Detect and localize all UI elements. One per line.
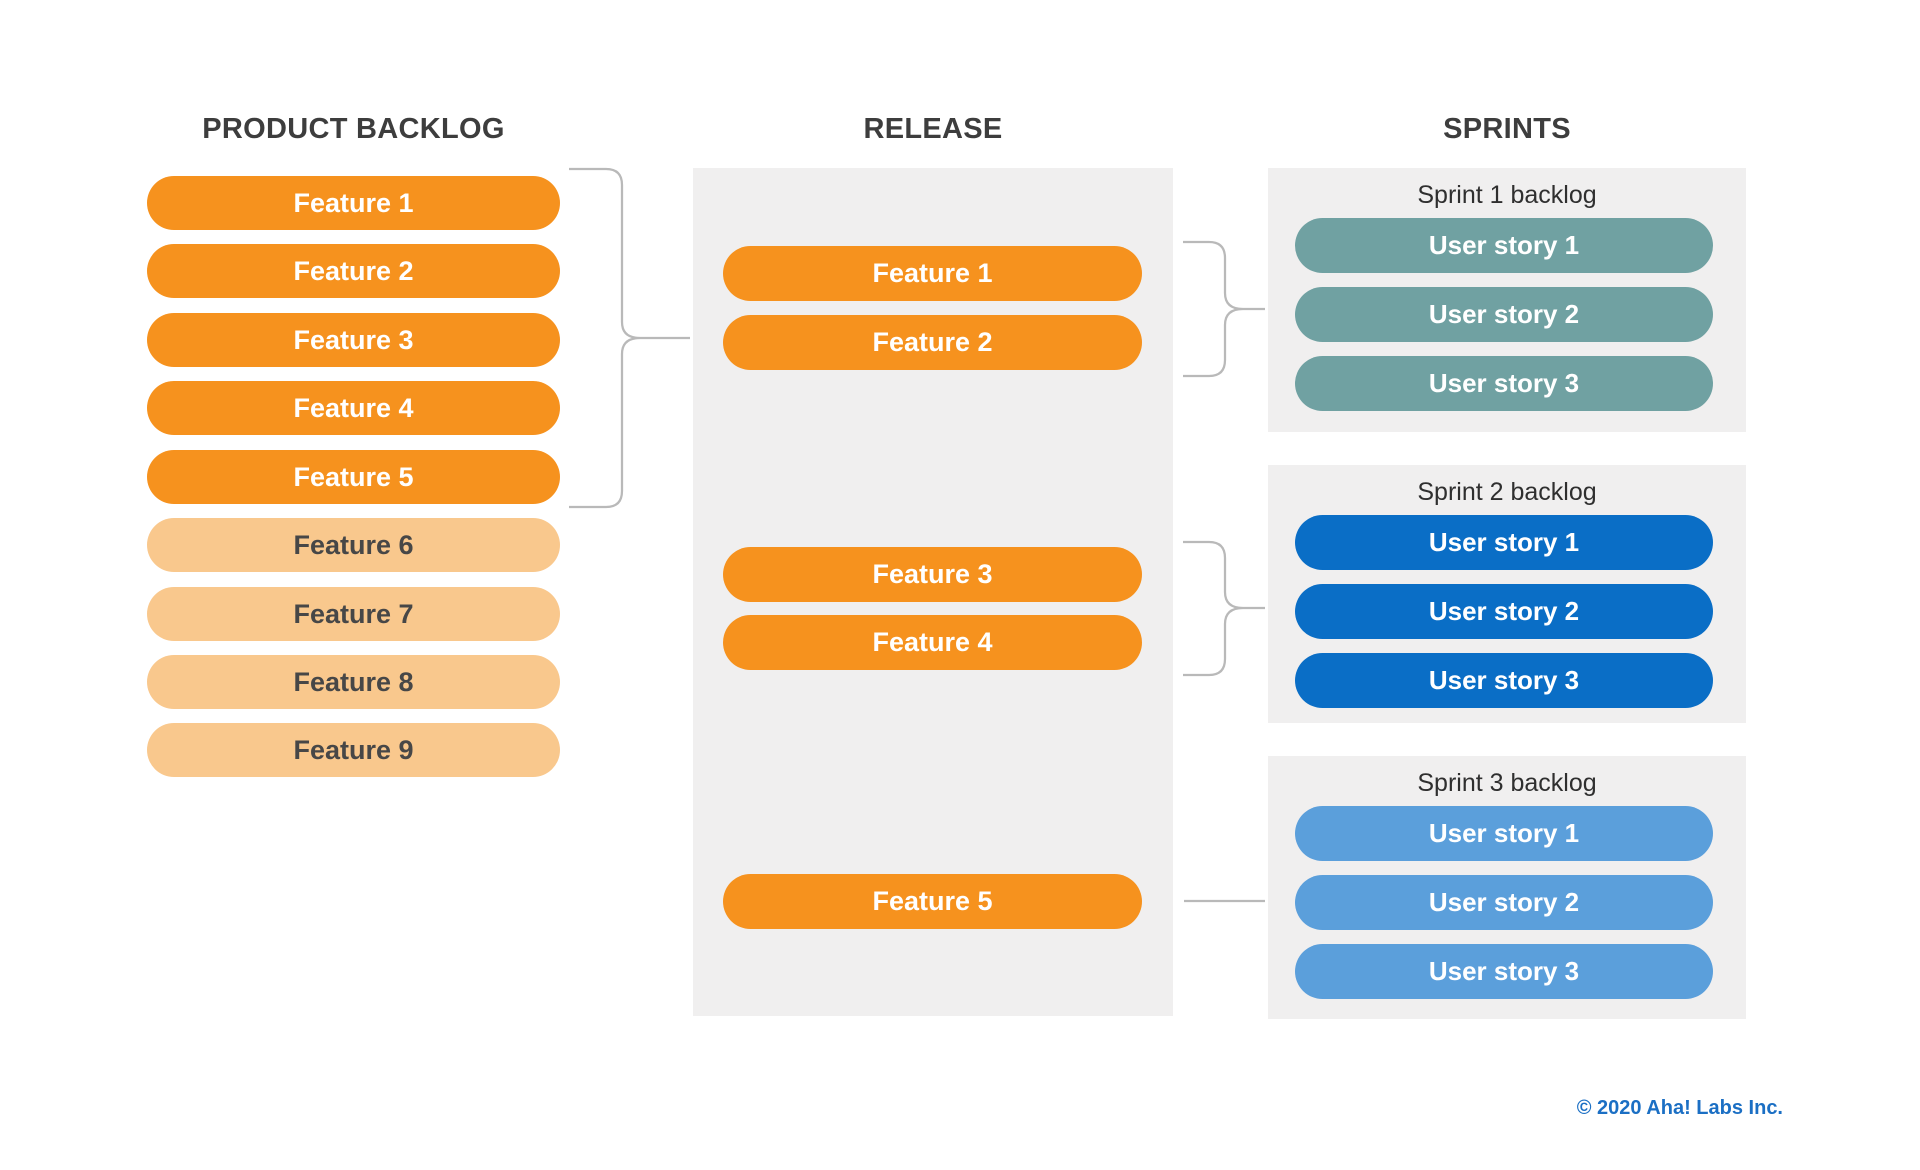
- brace-release-to-sprint-1: [1183, 240, 1244, 378]
- copyright-text: © 2020 Aha! Labs Inc.: [1576, 1097, 1783, 1119]
- backlog-feature-pill-4: Feature 4: [147, 381, 560, 435]
- backlog-feature-pill-7: Feature 7: [147, 587, 560, 641]
- column-header-product-backlog: PRODUCT BACKLOG: [202, 113, 505, 145]
- sprint-2-title: Sprint 2 backlog: [1417, 478, 1597, 506]
- sprint-3-panel: Sprint 3 backlog User story 1 User story…: [1268, 756, 1746, 1019]
- sprint-3-user-story-pill-3: User story 3: [1295, 944, 1713, 999]
- release-feature-pill-3: Feature 3: [723, 547, 1142, 602]
- sprint-3-title: Sprint 3 backlog: [1417, 769, 1597, 797]
- sprint-3-user-story-pill-1: User story 1: [1295, 806, 1713, 861]
- sprint-2-user-story-pill-3: User story 3: [1295, 653, 1713, 708]
- brace-backlog-to-release: [569, 167, 641, 509]
- sprint-2-user-story-pill-1: User story 1: [1295, 515, 1713, 570]
- backlog-feature-pill-5: Feature 5: [147, 450, 560, 504]
- release-panel: Feature 1 Feature 2 Feature 3 Feature 4 …: [693, 168, 1173, 1016]
- release-feature-pill-2: Feature 2: [723, 315, 1142, 370]
- backlog-feature-pill-9: Feature 9: [147, 723, 560, 777]
- backlog-feature-pill-1: Feature 1: [147, 176, 560, 230]
- sprint-1-user-story-pill-1: User story 1: [1295, 218, 1713, 273]
- backlog-feature-pill-2: Feature 2: [147, 244, 560, 298]
- sprint-2-panel: Sprint 2 backlog User story 1 User story…: [1268, 465, 1746, 723]
- sprint-1-panel: Sprint 1 backlog User story 1 User story…: [1268, 168, 1746, 432]
- sprint-1-user-story-pill-3: User story 3: [1295, 356, 1713, 411]
- brace-release-to-sprint-2: [1183, 540, 1244, 677]
- column-header-release: RELEASE: [863, 113, 1003, 145]
- sprint-1-user-story-pill-2: User story 2: [1295, 287, 1713, 342]
- column-header-sprints: SPRINTS: [1443, 113, 1571, 145]
- sprint-3-user-story-pill-2: User story 2: [1295, 875, 1713, 930]
- sprint-1-title: Sprint 1 backlog: [1417, 181, 1597, 209]
- release-feature-pill-1: Feature 1: [723, 246, 1142, 301]
- release-feature-pill-4: Feature 4: [723, 615, 1142, 670]
- backlog-feature-pill-6: Feature 6: [147, 518, 560, 572]
- release-feature-pill-5: Feature 5: [723, 874, 1142, 929]
- sprint-2-user-story-pill-2: User story 2: [1295, 584, 1713, 639]
- backlog-feature-pill-3: Feature 3: [147, 313, 560, 367]
- backlog-feature-pill-8: Feature 8: [147, 655, 560, 709]
